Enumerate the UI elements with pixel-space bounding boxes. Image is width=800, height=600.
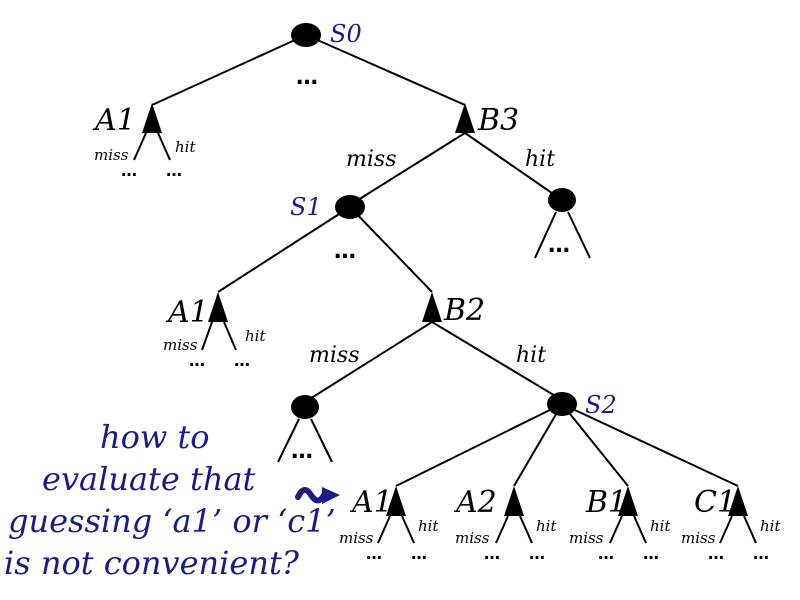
action-node-a1-bottom bbox=[386, 486, 406, 516]
squiggle-arrow-icon bbox=[295, 487, 340, 504]
state-node-s0 bbox=[291, 23, 321, 47]
ellipsis-c1-miss: … bbox=[708, 544, 724, 563]
action-node-b3 bbox=[455, 103, 475, 133]
edge-a2-hit bbox=[519, 515, 533, 544]
edge-s1-b2 bbox=[349, 206, 433, 293]
miss-label-c1: miss bbox=[681, 529, 716, 547]
ellipsis-b1-hit: … bbox=[643, 544, 659, 563]
edge-a1-top-hit bbox=[157, 132, 171, 161]
hit-label-a1-mid: hit bbox=[245, 327, 266, 345]
hit-label-c1: hit bbox=[760, 517, 781, 535]
ellipsis-a1-mid-miss: … bbox=[189, 351, 205, 370]
edge-b3-hit bbox=[464, 132, 563, 201]
edge-b2-miss bbox=[304, 321, 433, 403]
ellipsis-a1-bottom-hit: … bbox=[411, 544, 427, 563]
edge-s0-b3 bbox=[305, 34, 466, 106]
edge-a1-mid-miss bbox=[201, 321, 213, 351]
annotation-line-3: guessing ‘a1’ or ‘c1’ bbox=[8, 502, 336, 540]
ellipsis-a1-top-hit: … bbox=[166, 161, 182, 180]
hit-label-b2: hit bbox=[516, 343, 546, 368]
state-node-b3-hit bbox=[548, 188, 576, 212]
edge-s2-c1 bbox=[561, 403, 739, 487]
miss-label-a1-mid: miss bbox=[163, 336, 198, 354]
level2-action-a1: A1 miss hit … … bbox=[339, 485, 439, 563]
action-label-c1: C1 bbox=[694, 485, 736, 520]
action-node-b1 bbox=[618, 486, 638, 516]
edge-b2-hit bbox=[431, 321, 563, 401]
state-label-s1: S1 bbox=[290, 193, 322, 221]
edge-a2-miss bbox=[495, 515, 509, 544]
action-label-b2: B2 bbox=[443, 293, 485, 328]
level2-action-b1: B1 miss hit … … bbox=[569, 485, 671, 563]
edge-c1-hit bbox=[743, 515, 757, 544]
miss-label-a2: miss bbox=[455, 529, 490, 547]
action-node-a1-top bbox=[142, 103, 162, 133]
action-label-a1-mid: A1 bbox=[165, 295, 209, 330]
edge-s1-a1 bbox=[217, 206, 351, 293]
ellipsis-a1-mid-hit: … bbox=[234, 351, 250, 370]
ellipsis-b1-miss: … bbox=[598, 544, 614, 563]
ellipsis-a2-hit: … bbox=[529, 544, 545, 563]
edge-a1-bottom-miss bbox=[377, 515, 391, 544]
edge-b2-miss-left bbox=[277, 418, 300, 463]
hit-label-b1: hit bbox=[650, 517, 671, 535]
state-label-s2: S2 bbox=[585, 391, 617, 419]
hit-label-a2: hit bbox=[536, 517, 557, 535]
miss-label-b1: miss bbox=[569, 529, 604, 547]
edge-s2-a2 bbox=[513, 403, 563, 487]
edge-b1-hit bbox=[633, 515, 647, 544]
edge-b3-miss bbox=[349, 132, 466, 206]
action-node-c1 bbox=[728, 486, 748, 516]
miss-label-b2: miss bbox=[309, 343, 359, 368]
action-label-a1-top: A1 bbox=[92, 103, 136, 138]
hit-label-a1-bottom: hit bbox=[418, 517, 439, 535]
level2-action-c1: C1 miss hit … … bbox=[681, 485, 781, 563]
miss-label-a1-bottom: miss bbox=[339, 529, 374, 547]
ellipsis-a2-miss: … bbox=[484, 544, 500, 563]
edge-a1-mid-hit bbox=[223, 321, 237, 351]
ellipsis-a1-bottom-miss: … bbox=[366, 544, 382, 563]
edge-s2-a1 bbox=[395, 403, 563, 487]
action-node-a2 bbox=[504, 486, 524, 516]
hit-label-a1-top: hit bbox=[175, 138, 196, 156]
action-label-a2: A2 bbox=[453, 485, 497, 520]
edge-a1-top-miss bbox=[133, 132, 147, 161]
state-label-s0: S0 bbox=[330, 20, 362, 48]
action-label-b3: B3 bbox=[477, 103, 519, 138]
annotation-line-2: evaluate that bbox=[42, 460, 256, 498]
edge-b3-hit-right bbox=[567, 211, 591, 259]
miss-label-b3: miss bbox=[346, 147, 396, 172]
edge-b3-hit-left bbox=[534, 211, 557, 259]
ellipsis-b2-miss: … bbox=[291, 439, 313, 464]
edge-b1-miss bbox=[609, 515, 623, 544]
edge-c1-miss bbox=[719, 515, 733, 544]
edge-a1-bottom-hit bbox=[401, 515, 415, 544]
action-label-b1: B1 bbox=[585, 485, 627, 520]
annotation-line-1: how to bbox=[100, 418, 210, 456]
annotation-line-4: is not convenient? bbox=[4, 544, 300, 582]
edge-b2-miss-right bbox=[310, 418, 333, 463]
ellipsis-a1-top-miss: … bbox=[121, 161, 137, 180]
ellipsis-c1-hit: … bbox=[753, 544, 769, 563]
action-node-a1-mid bbox=[208, 292, 228, 322]
hit-label-b3: hit bbox=[525, 147, 555, 172]
annotation: how to evaluate that guessing ‘a1’ or ‘c… bbox=[4, 418, 336, 582]
level2-action-a2: A2 miss hit … … bbox=[453, 485, 557, 563]
ellipsis-s1: … bbox=[334, 239, 356, 264]
action-label-a1-bottom: A1 bbox=[349, 485, 393, 520]
action-node-b2 bbox=[422, 292, 442, 322]
state-node-b2-miss bbox=[291, 395, 319, 419]
edge-s0-a1 bbox=[151, 34, 307, 106]
ellipsis-s0: … bbox=[296, 65, 318, 90]
ellipsis-b3-hit: … bbox=[548, 233, 570, 258]
miss-label-a1-top: miss bbox=[94, 146, 129, 164]
edge-s2-b1 bbox=[561, 403, 629, 487]
